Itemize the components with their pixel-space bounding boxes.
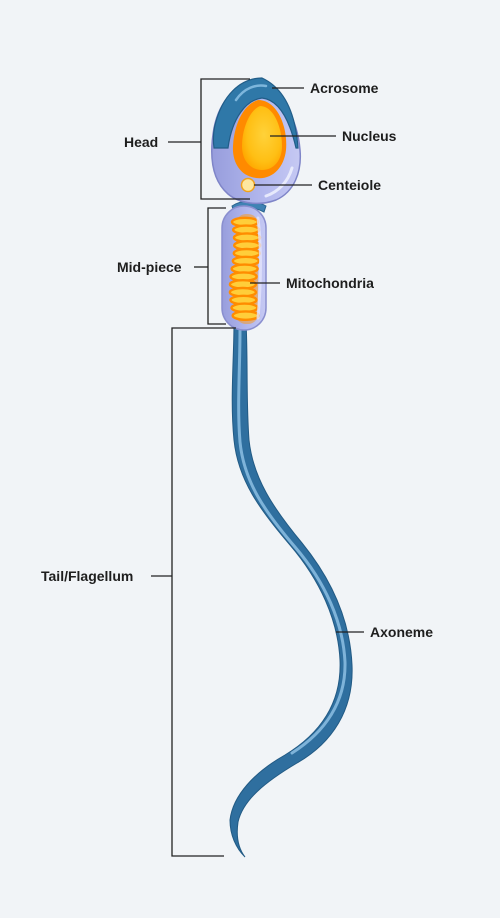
tail-flagellum: [229, 321, 353, 858]
midpiece-bracket: [207, 207, 226, 325]
nucleus-label: Nucleus: [342, 128, 397, 144]
centriole: [240, 177, 256, 193]
nucleus-inner: [242, 106, 282, 170]
mitochondria-coils: [228, 216, 262, 321]
head-bracket: [200, 78, 250, 200]
tail-highlight: [237, 328, 347, 755]
tail-bracket: [171, 327, 236, 857]
acrosome-label: Acrosome: [310, 80, 379, 96]
tail-body: [229, 321, 353, 858]
midpiece-sheen: [256, 216, 262, 320]
acrosome: [212, 77, 299, 149]
labels: Acrosome Nucleus Centeiole Mitochondria …: [41, 80, 433, 640]
head: [211, 77, 302, 205]
head-label: Head: [124, 134, 158, 150]
tail-label: Tail/Flagellum: [41, 568, 133, 584]
head-sheen: [264, 166, 294, 198]
mitochondria-label: Mitochondria: [286, 275, 374, 291]
centriole-label: Centeiole: [318, 177, 381, 193]
axoneme-label: Axoneme: [370, 624, 433, 640]
brackets: [151, 78, 250, 857]
mid-piece: [221, 200, 267, 331]
mitochondrion-coil: [231, 310, 260, 321]
leader-lines: [250, 87, 364, 633]
midpiece-label: Mid-piece: [117, 259, 182, 275]
acrosome-highlight: [234, 84, 268, 102]
